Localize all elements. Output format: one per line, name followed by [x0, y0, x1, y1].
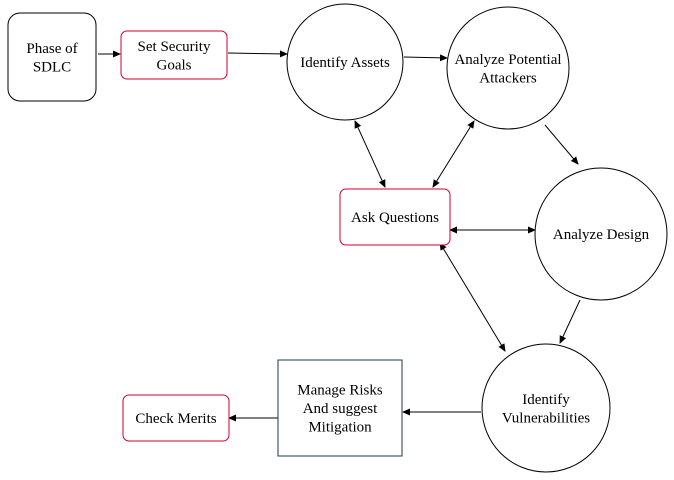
edge-analyze-potential-attackers-to-analyze-design: [544, 124, 579, 165]
edge-analyze-design-to-identify-vulnerabilities: [559, 299, 581, 344]
node-label-line: Analyze Design: [553, 227, 650, 243]
edges-layer: [98, 50, 581, 422]
node-check-merits: Check Merits: [122, 394, 230, 442]
node-ask-questions: Ask Questions: [339, 188, 451, 246]
node-label-line: Set Security: [138, 39, 211, 55]
node-label: Identify Assets: [300, 55, 390, 71]
node-label-line: Identify: [522, 392, 570, 408]
node-label-line: Goals: [157, 57, 192, 73]
node-circle: [286, 3, 404, 121]
node-box: [122, 394, 230, 442]
node-label-line: Analyze Potential: [454, 52, 561, 68]
node-label-line: Ask Questions: [351, 210, 439, 226]
edge-identify-assets-to-ask-questions: [354, 120, 386, 188]
node-label: Phase of SDLC: [26, 41, 77, 76]
node-label: Analyze Design: [553, 227, 650, 243]
node-label-line: And suggest: [303, 401, 378, 417]
node-circle: [534, 167, 668, 301]
node-label: Check Merits: [135, 411, 216, 427]
node-analyze-design: Analyze Design: [534, 167, 668, 301]
node-box: [277, 359, 403, 457]
node-label-line: Manage Risks: [297, 383, 383, 399]
edge-set-security-goals-to-identify-assets: [227, 50, 288, 58]
node-box: [339, 188, 451, 246]
edge-identify-assets-to-analyze-potential-attackers: [403, 54, 448, 62]
node-label: Ask Questions: [351, 210, 439, 226]
node-phase-of-sdlc: Phase of SDLC: [7, 12, 97, 102]
node-box: [120, 30, 228, 80]
node-circle: [446, 6, 570, 130]
node-label-line: Identify Assets: [300, 55, 390, 71]
node-label-line: Mitigation: [308, 420, 372, 436]
node-label-line: Vulnerabilities: [502, 410, 590, 426]
node-label-line: SDLC: [33, 59, 71, 75]
node-box: [7, 12, 97, 102]
edge-analyze-potential-attackers-to-ask-questions: [432, 120, 475, 188]
node-circle: [481, 343, 611, 473]
node-label-line: Phase of: [26, 41, 77, 57]
node-identify-assets: Identify Assets: [286, 3, 404, 121]
edge-ask-questions-to-identify-vulnerabilities: [439, 242, 506, 352]
node-label-line: Check Merits: [135, 411, 216, 427]
node-label-line: Attackers: [479, 70, 537, 86]
